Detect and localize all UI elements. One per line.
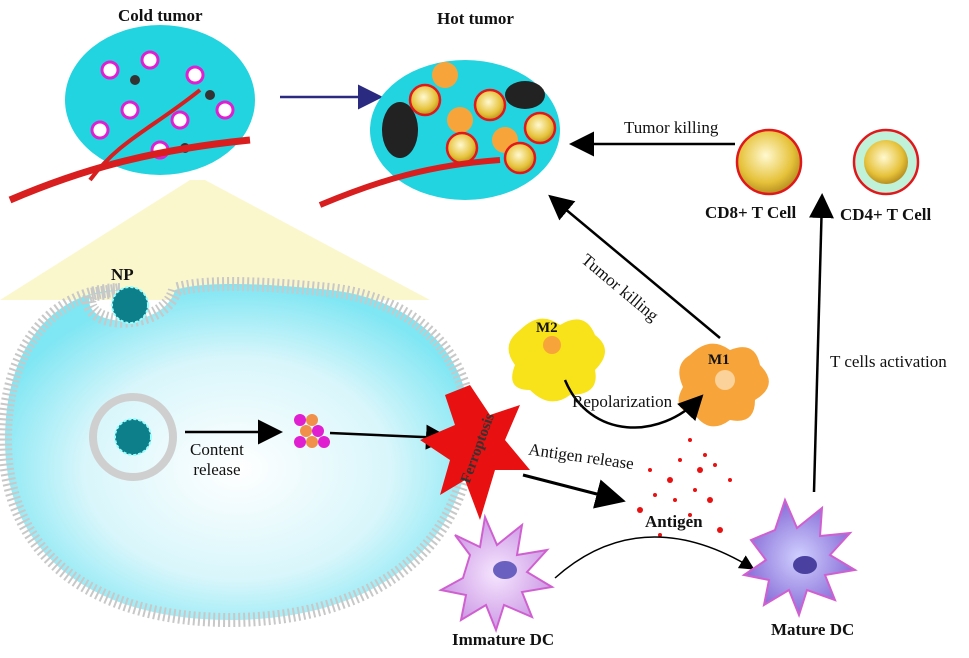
cd4-t-cell-label: CD4+ T Cell <box>840 205 932 224</box>
antigen-particles <box>637 438 732 537</box>
mature-dc-label: Mature DC <box>771 620 855 639</box>
antigen-release-arrow <box>522 473 626 509</box>
m1-label: M1 <box>708 352 730 368</box>
cold-tumor-cluster <box>8 25 255 204</box>
repolarization-label: Repolarization <box>572 392 673 411</box>
m2-macrophage <box>508 318 605 402</box>
zoom-cone <box>0 180 430 300</box>
m1-tumor-killing-arrow <box>548 194 721 339</box>
nanoparticle-np <box>111 286 149 324</box>
hot-tumor-cluster <box>318 60 560 208</box>
m2-label: M2 <box>536 320 558 336</box>
t-cells-activation-label: T cells activation <box>830 352 947 371</box>
cold-tumor-label: Cold tumor <box>118 6 203 25</box>
immature-dc <box>438 513 555 633</box>
dc-maturation-arrow <box>554 536 755 579</box>
nanoparticle-endosome <box>114 418 152 456</box>
endosome <box>89 393 177 481</box>
repolarization-arrow <box>563 379 704 429</box>
tumor-killing-label-cd8: Tumor killing <box>624 118 719 137</box>
cd8-t-cell-label: CD8+ T Cell <box>705 203 797 222</box>
np-label: NP <box>111 265 134 284</box>
immature-dc-label: Immature DC <box>452 630 555 649</box>
tumor-cell-membrane <box>0 277 478 628</box>
ferroptosis-burst <box>420 385 530 520</box>
released-content-icon <box>294 414 330 448</box>
cd8-t-cell <box>735 128 803 196</box>
content-release-label: Content release <box>190 440 244 479</box>
hot-tumor-label: Hot tumor <box>437 9 514 28</box>
t-cell-activation-arrow <box>808 193 834 493</box>
antigen-label: Antigen <box>645 512 703 531</box>
mature-dc <box>741 497 858 618</box>
